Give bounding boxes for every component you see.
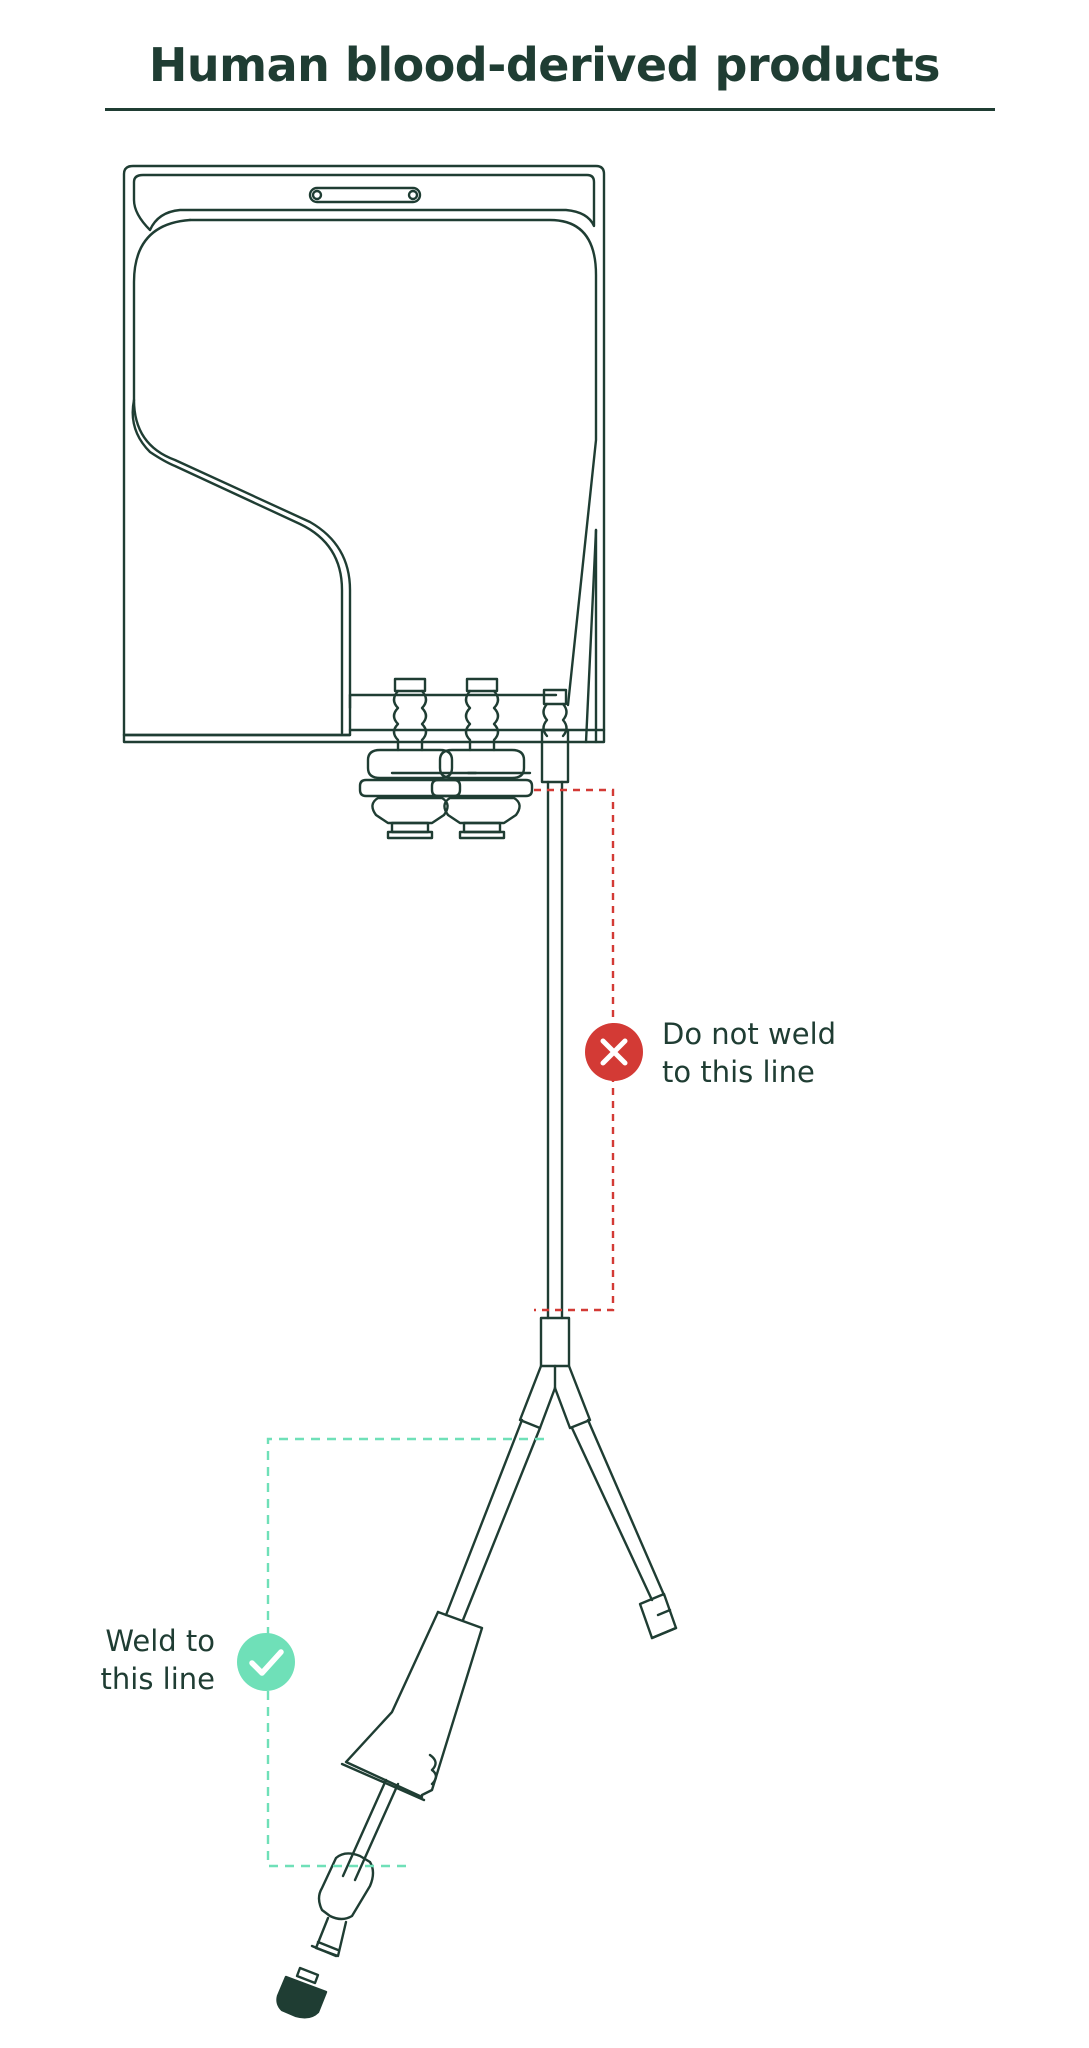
no-weld-label: Do not weld to this line (662, 1015, 836, 1091)
title-divider (105, 108, 995, 111)
weld-bracket (266, 1437, 544, 1868)
outlet-fitting (540, 688, 570, 784)
x-icon (585, 1023, 643, 1081)
port-right (430, 677, 534, 840)
y-connector (518, 1364, 592, 1430)
weld-label-line2: this line (100, 1662, 215, 1696)
weld-label: Weld to this line (60, 1622, 215, 1698)
branch-right (570, 1418, 678, 1640)
main-tube (539, 780, 571, 1368)
weld-label-line1: Weld to (105, 1624, 215, 1658)
port-left (358, 677, 462, 840)
no-weld-label-line1: Do not weld (662, 1017, 837, 1051)
branch-left (310, 1418, 542, 1958)
hanger-slot (308, 186, 422, 204)
end-cap (276, 1966, 328, 2019)
no-weld-label-line2: to this line (662, 1055, 815, 1089)
blood-bag (122, 164, 606, 744)
page-title: Human blood-derived products (148, 38, 941, 92)
check-icon (237, 1633, 295, 1691)
